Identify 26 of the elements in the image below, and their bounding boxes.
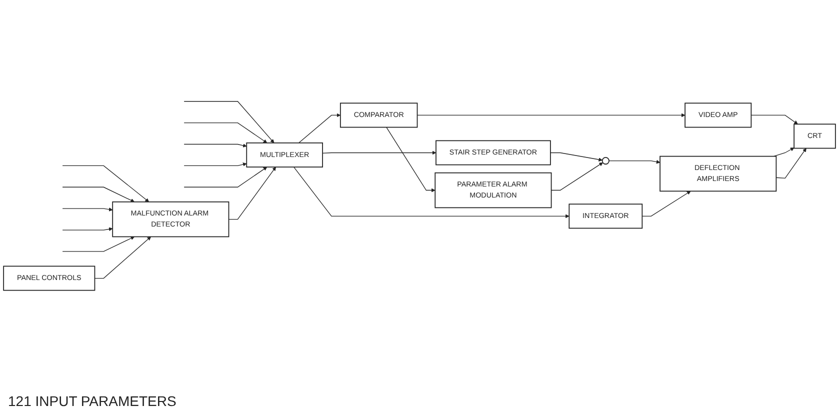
arrow: [322, 150, 436, 155]
arrow: [773, 148, 794, 157]
arrow: [62, 236, 135, 252]
arrow: [386, 126, 436, 192]
arrow: [62, 227, 113, 232]
arrow: [642, 190, 691, 217]
note-text: 121 INPUT PARAMETERS: [8, 393, 176, 409]
arrow: [416, 113, 686, 118]
arrow: [184, 122, 268, 144]
arrow: [62, 186, 135, 202]
arrow: [228, 166, 276, 220]
arrow: [550, 152, 603, 162]
arrow: [776, 148, 806, 179]
arrow: [298, 113, 341, 144]
arrow: [294, 166, 570, 218]
arrow: [184, 101, 274, 144]
node-circle: [602, 156, 610, 165]
arrow: [750, 114, 798, 124]
arrow: [184, 162, 247, 166]
arrow: [550, 162, 604, 191]
arrow: [94, 236, 152, 279]
arrow: [62, 165, 150, 202]
arrow: [184, 144, 247, 148]
arrow: [184, 166, 268, 188]
arrow: [62, 208, 113, 212]
arrow: [608, 160, 660, 164]
